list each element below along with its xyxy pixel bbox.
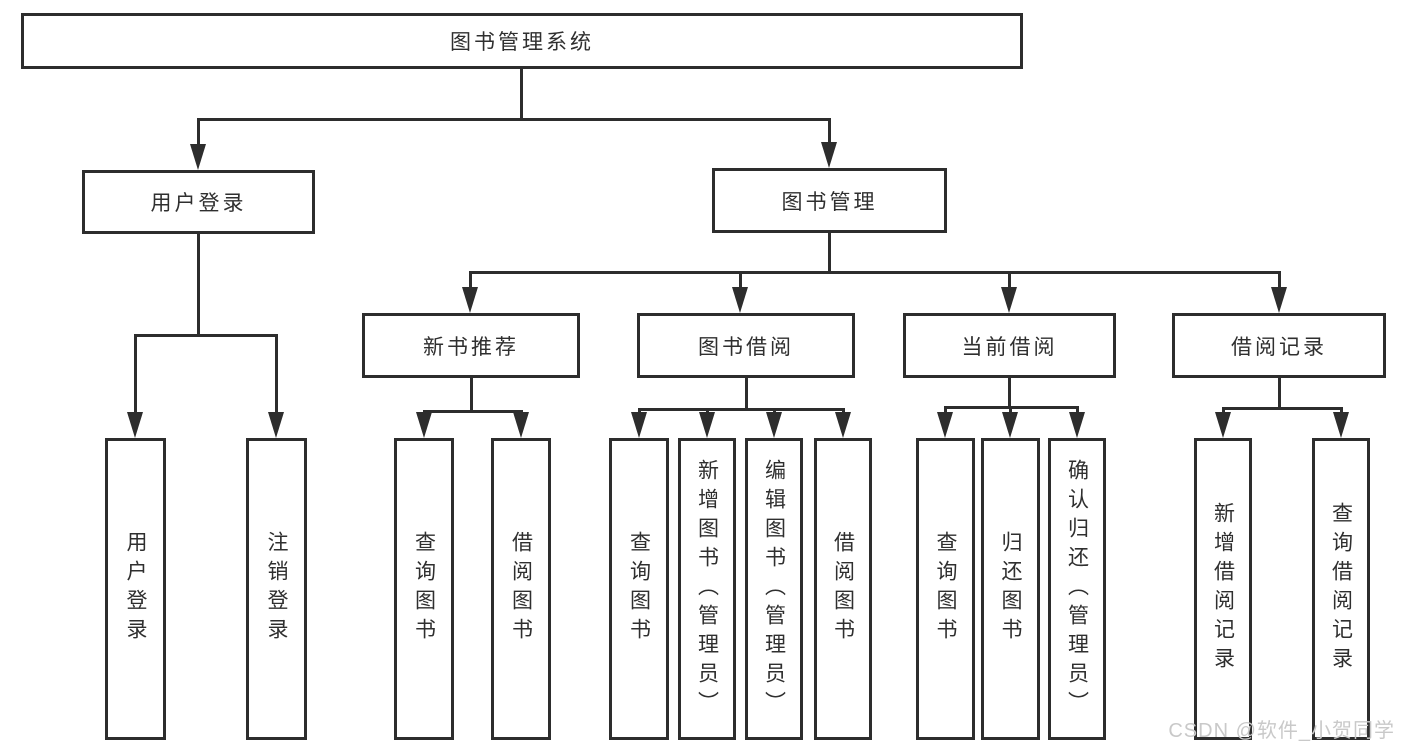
- arrow-down-icon: [699, 412, 715, 438]
- connector-line-horizontal: [1221, 406, 1343, 410]
- arrow-down-icon: [1001, 287, 1017, 313]
- node-label: 图书借阅: [698, 335, 794, 359]
- arrow-down-icon: [766, 412, 782, 438]
- connector-line-vertical: [1339, 408, 1343, 414]
- connector-line-horizontal: [637, 407, 845, 411]
- connector-line-vertical: [1277, 272, 1281, 295]
- arrow-down-icon: [268, 412, 284, 438]
- node-query-book-borrow: 查询图书: [609, 438, 669, 740]
- arrow-down-icon: [462, 287, 478, 313]
- node-label: 查询图书: [934, 531, 957, 647]
- connector-line-horizontal: [133, 333, 278, 337]
- arrow-down-icon: [416, 412, 432, 438]
- node-label: 查询借阅记录: [1329, 502, 1353, 676]
- node-label: 归还图书: [999, 531, 1022, 647]
- node-add-book-admin: 新增图书（管理员）: [678, 438, 736, 740]
- node-book-management: 图书管理: [712, 168, 947, 233]
- node-label: 用户登录: [150, 192, 247, 215]
- connector-line-vertical: [841, 409, 845, 414]
- arrow-down-icon: [1215, 412, 1231, 438]
- node-edit-book-admin: 编辑图书（管理员）: [745, 438, 803, 740]
- node-book-borrow: 图书借阅: [637, 313, 855, 378]
- connector-line-horizontal: [196, 117, 831, 121]
- connector-line-vertical: [519, 69, 523, 119]
- arrow-down-icon: [1271, 287, 1287, 313]
- node-label: 查询图书: [412, 531, 436, 647]
- connector-line-vertical: [1008, 407, 1012, 414]
- node-add-borrow-record: 新增借阅记录: [1194, 438, 1252, 740]
- node-return-book: 归还图书: [981, 438, 1040, 740]
- node-label: 新增借阅记录: [1211, 502, 1235, 676]
- connector-line-vertical: [1075, 407, 1079, 414]
- arrow-down-icon: [732, 287, 748, 313]
- connector-line-vertical: [827, 119, 831, 150]
- connector-line-vertical: [1007, 272, 1011, 295]
- node-user-login: 用户登录: [82, 170, 315, 234]
- node-current-borrow: 当前借阅: [903, 313, 1116, 378]
- node-user-login-leaf: 用户登录: [105, 438, 166, 740]
- arrow-down-icon: [835, 412, 851, 438]
- connector-line-vertical: [943, 407, 947, 414]
- arrow-down-icon: [190, 144, 206, 170]
- connector-line-vertical: [1007, 378, 1011, 407]
- node-query-borrow-record: 查询借阅记录: [1312, 438, 1370, 740]
- node-borrow-book-leaf: 借阅图书: [814, 438, 872, 740]
- connector-line-vertical: [468, 272, 472, 295]
- node-label: 查询图书: [627, 531, 651, 647]
- node-new-book-recommend: 新书推荐: [362, 313, 580, 378]
- connector-line-horizontal: [422, 409, 523, 413]
- arrow-down-icon: [127, 412, 143, 438]
- csdn-watermark: CSDN @软件_小贺同学: [1168, 720, 1395, 742]
- node-library-management-system: 图书管理系统: [21, 13, 1023, 69]
- node-label: 图书管理系统: [450, 31, 594, 54]
- arrow-down-icon: [937, 412, 953, 438]
- arrow-down-icon: [821, 142, 837, 168]
- node-label: 用户登录: [124, 531, 147, 647]
- connector-line-vertical: [1221, 408, 1225, 414]
- node-label: 当前借阅: [961, 335, 1058, 359]
- connector-line-vertical: [196, 234, 200, 335]
- arrow-down-icon: [1002, 412, 1018, 438]
- node-label: 图书管理: [781, 190, 878, 214]
- connector-line-vertical: [772, 409, 776, 414]
- node-label: 编辑图书（管理员）: [762, 458, 786, 720]
- node-label: 借阅图书: [831, 531, 855, 647]
- node-label: 确认归还（管理员）: [1065, 458, 1089, 720]
- node-borrow-record: 借阅记录: [1172, 313, 1386, 378]
- connector-line-vertical: [705, 409, 709, 414]
- connector-line-vertical: [637, 409, 641, 414]
- node-label: 新增图书（管理员）: [695, 458, 719, 720]
- node-label: 注销登录: [265, 531, 288, 647]
- connector-line-vertical: [1277, 378, 1281, 408]
- connector-line-vertical: [469, 378, 473, 411]
- node-logout: 注销登录: [246, 438, 307, 740]
- connector-line-vertical: [133, 335, 137, 418]
- connector-line-vertical: [196, 119, 200, 152]
- connector-line-vertical: [827, 233, 831, 272]
- arrow-down-icon: [631, 412, 647, 438]
- node-query-book-current: 查询图书: [916, 438, 975, 740]
- arrow-down-icon: [1069, 412, 1085, 438]
- arrow-down-icon: [1333, 412, 1349, 438]
- connector-line-vertical: [274, 335, 278, 418]
- node-label: 借阅图书: [509, 531, 533, 647]
- connector-line-vertical: [744, 378, 748, 409]
- node-confirm-return-admin: 确认归还（管理员）: [1048, 438, 1106, 740]
- node-query-book-recommend: 查询图书: [394, 438, 454, 740]
- connector-line-horizontal: [468, 270, 1281, 274]
- node-label: 借阅记录: [1231, 335, 1327, 359]
- node-label: 新书推荐: [423, 335, 519, 359]
- connector-line-vertical: [738, 272, 742, 295]
- node-borrow-book-recommend: 借阅图书: [491, 438, 551, 740]
- arrow-down-icon: [513, 412, 529, 438]
